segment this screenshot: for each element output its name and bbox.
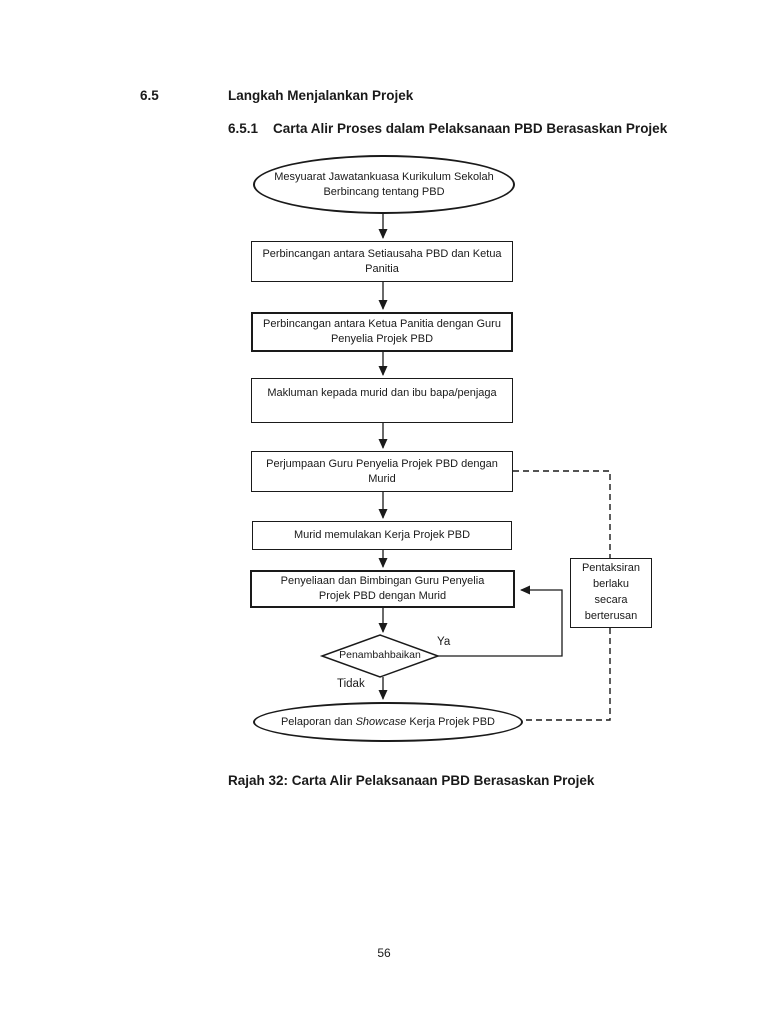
flowchart-node-step6: Penyeliaan dan Bimbingan Guru Penyelia P… xyxy=(250,570,515,608)
node-step4-label: Perjumpaan Guru Penyelia Projek PBD deng… xyxy=(266,457,498,485)
node-end-label-suffix: Kerja Projek PBD xyxy=(406,715,496,728)
subsection-number: 6.5.1 xyxy=(228,121,259,136)
node-step6-label: Penyeliaan dan Bimbingan Guru Penyelia P… xyxy=(280,575,485,602)
node-step1-label: Perbincangan antara Setiausaha PBD dan K… xyxy=(262,247,502,275)
page-number: 56 xyxy=(377,946,391,960)
decision-diamond-shape xyxy=(319,634,441,678)
arrow-yes-loop xyxy=(438,585,563,657)
subsection-title: Carta Alir Proses dalam Pelaksanaan PBD … xyxy=(273,121,668,136)
flowchart-node-step1: Perbincangan antara Setiausaha PBD dan K… xyxy=(251,241,513,282)
figure-caption: Rajah 32: Carta Alir Pelaksanaan PBD Ber… xyxy=(228,773,595,788)
node-step2-label: Perbincangan antara Ketua Panitia dengan… xyxy=(263,318,501,345)
node-end-label-prefix: Pelaporan dan xyxy=(280,715,356,728)
node-end-label: Pelaporan dan Showcase Kerja Projek PBD xyxy=(281,715,495,730)
node-step3-label: Makluman kepada murid dan ibu bapa/penja… xyxy=(267,387,497,399)
node-step5-label: Murid memulakan Kerja Projek PBD xyxy=(293,529,471,542)
dashed-assessment-link xyxy=(513,470,611,721)
flowchart-node-side-note: Pentaksiran berlaku secara berterusan xyxy=(570,558,652,628)
node-end-label-italic: Showcase xyxy=(355,715,407,728)
node-decision-label: Penambahbaikan xyxy=(339,649,421,661)
node-side-note-label: Pentaksiran berlaku secara berterusan xyxy=(581,562,641,622)
flowchart-node-end: Pelaporan dan Showcase Kerja Projek PBD xyxy=(253,702,523,742)
flowchart-node-start: Mesyuarat Jawatankuasa Kurikulum Sekolah… xyxy=(253,155,515,214)
section-number: 6.5 xyxy=(140,88,159,103)
node-start-label: Mesyuarat Jawatankuasa Kurikulum Sekolah… xyxy=(274,170,494,198)
section-title: Langkah Menjalankan Projek xyxy=(228,88,414,103)
flowchart-node-step2: Perbincangan antara Ketua Panitia dengan… xyxy=(251,312,513,352)
flowchart-node-decision: Penambahbaikan xyxy=(322,649,438,661)
flowchart-node-step4: Perjumpaan Guru Penyelia Projek PBD deng… xyxy=(251,451,513,492)
flowchart-node-step3: Makluman kepada murid dan ibu bapa/penja… xyxy=(251,378,513,423)
flowchart-node-step5: Murid memulakan Kerja Projek PBD xyxy=(252,521,512,550)
edge-label-yes: Ya xyxy=(437,636,451,648)
edge-label-no: Tidak xyxy=(337,678,365,690)
